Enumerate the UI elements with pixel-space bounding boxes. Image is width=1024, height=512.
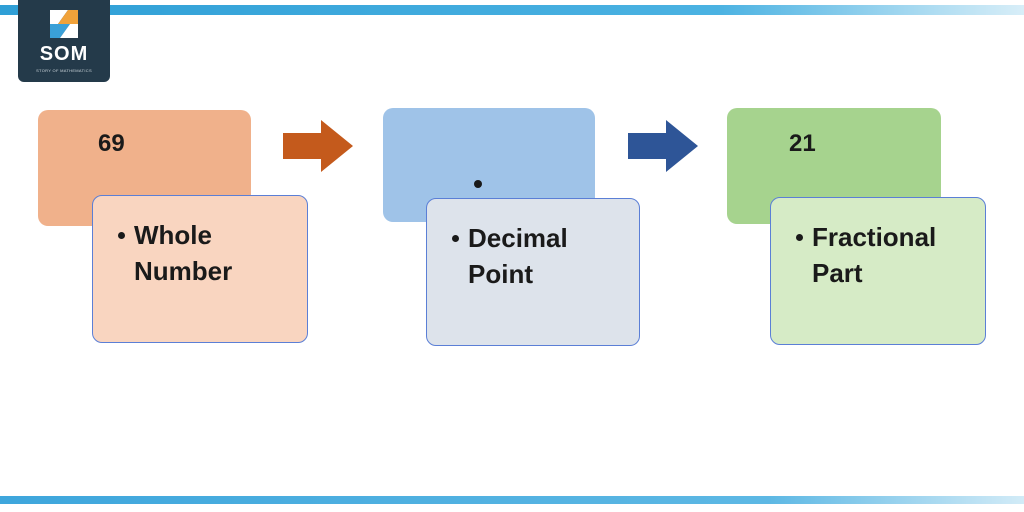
right-arrow-icon [283,120,353,172]
decimal-point-symbol [474,180,482,188]
fractional-part-value: 21 [789,130,816,157]
whole-number-bullet [118,232,125,239]
whole-number-label: Whole Number [134,217,232,289]
fractional-part-front-box [770,197,986,345]
whole-number-value: 69 [98,130,125,157]
fractional-part-bullet [796,234,803,241]
bottom-accent-bar [0,496,1024,504]
logo: SOM STORY OF MATHEMATICS [18,0,110,82]
decimal-point-label-line1: Decimal [468,223,568,253]
fractional-part-label: Fractional Part [812,219,936,291]
logo-icon [50,10,78,38]
decimal-point-bullet [452,235,459,242]
whole-number-label-line1: Whole [134,220,212,250]
decimal-point-label-line2: Point [468,259,533,289]
decimal-point-front-box [426,198,640,346]
fractional-part-label-line1: Fractional [812,222,937,252]
logo-text: SOM [39,43,89,65]
right-arrow-icon [628,120,698,172]
whole-number-front-box [92,195,308,343]
fractional-part-label-line2: Part [812,258,863,288]
top-accent-bar [0,5,1024,15]
logo-subtitle: STORY OF MATHEMATICS [36,68,92,73]
whole-number-label-line2: Number [134,256,233,286]
decimal-point-label: Decimal Point [468,220,568,292]
